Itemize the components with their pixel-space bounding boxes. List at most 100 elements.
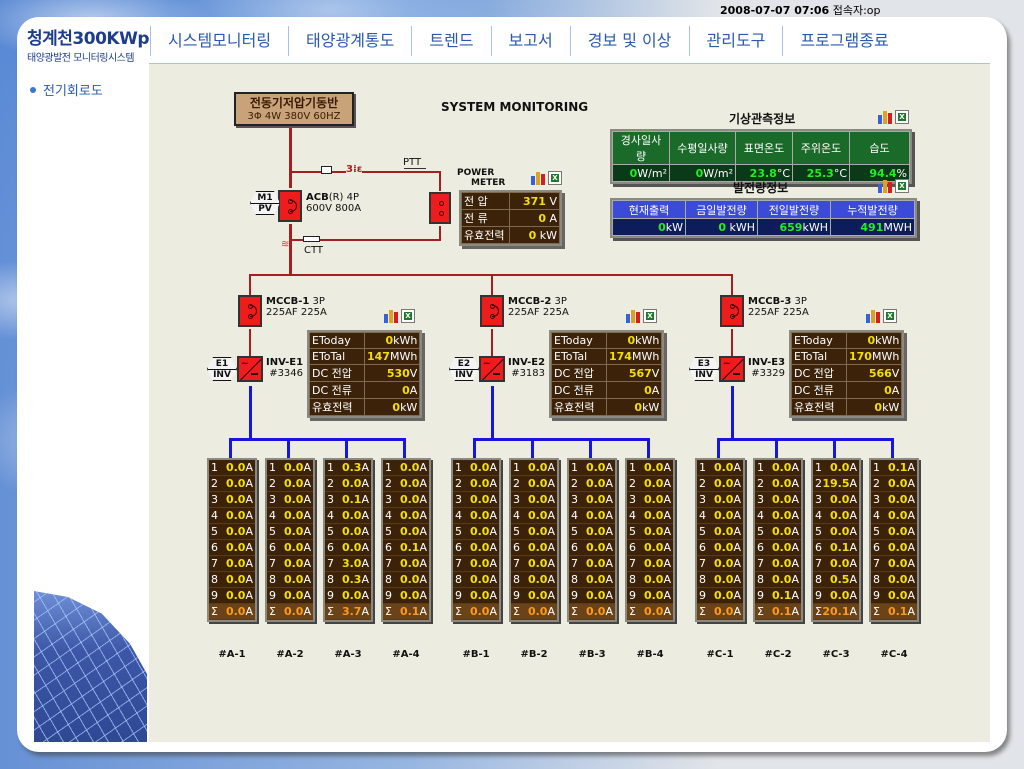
generation-header: 현재출력 (612, 200, 686, 219)
nav-solar-diagram[interactable]: 태양광계통도 (288, 26, 411, 56)
dc-bus-line (473, 438, 650, 441)
generation-value: 491MWH (830, 218, 915, 236)
generation-table: 현재출력 금일발전량 전일발전량 누적발전량 0kW 0 kWH 659kWH … (610, 198, 917, 238)
inverter-actions: X (626, 309, 657, 323)
meter-breaker[interactable] (429, 192, 451, 224)
excel-icon[interactable]: X (643, 309, 657, 323)
nav-alarm[interactable]: 경보 및 이상 (569, 26, 689, 56)
excel-icon[interactable]: X (895, 110, 909, 124)
chart-icon[interactable] (866, 309, 881, 323)
acb-breaker[interactable] (278, 190, 302, 222)
string-label: #C-1 (706, 649, 734, 660)
generation-header: 금일발전량 (685, 200, 758, 219)
string-label: #C-2 (764, 649, 792, 660)
session-info: 2008-07-07 07:06 접속자:op (720, 2, 881, 18)
chart-icon[interactable] (878, 110, 893, 124)
nav-trend[interactable]: 트렌드 (411, 26, 490, 56)
inverter-symbol[interactable]: ~ (719, 356, 745, 382)
excel-icon[interactable]: X (548, 171, 562, 185)
string-label: #C-4 (880, 649, 908, 660)
string-label: #A-2 (276, 649, 304, 660)
sidebar-item-circuit-diagram[interactable]: 전기회로도 (30, 80, 103, 99)
feed-line (289, 128, 292, 188)
nav-report[interactable]: 보고서 (490, 26, 570, 56)
string-drop-line (891, 438, 894, 460)
mccb-breaker[interactable] (480, 295, 504, 327)
source-name: 전동기저압기동반 (249, 96, 339, 110)
excel-icon[interactable]: X (883, 309, 897, 323)
inverter-symbol[interactable]: ~ (479, 356, 505, 382)
ctt-label: CTT (304, 245, 324, 256)
chart-icon[interactable] (384, 309, 399, 323)
excel-icon[interactable]: X (401, 309, 415, 323)
inverter-symbol[interactable]: ~ (237, 356, 263, 382)
chart-icon[interactable] (626, 309, 641, 323)
logo: 청계천300KWp 태양광발전 모니터링시스템 (27, 24, 150, 64)
nav-system-monitoring[interactable]: 시스템모니터링 (150, 26, 288, 56)
weather-actions: X (878, 110, 909, 124)
generation-actions: X (878, 179, 909, 193)
weather-value: 0W/m² (669, 164, 736, 182)
mccb-breaker[interactable] (720, 295, 744, 327)
nav-exit-program[interactable]: 프로그램종료 (782, 26, 905, 56)
feeder-line (249, 329, 251, 357)
generation-value: 659kWH (757, 218, 831, 236)
chart-icon[interactable] (531, 171, 546, 185)
chart-icon[interactable] (878, 179, 893, 193)
string-drop-line (345, 438, 348, 460)
nav-admin-tools[interactable]: 관리도구 (688, 26, 783, 56)
excel-icon[interactable]: X (895, 179, 909, 193)
transformer-icon: 3⁞ε (346, 164, 363, 175)
inverter-label: INV-E3 #3329 (748, 357, 786, 379)
dc-line (491, 386, 494, 438)
mccb-breaker[interactable] (238, 295, 262, 327)
string-label: #A-3 (334, 649, 362, 660)
